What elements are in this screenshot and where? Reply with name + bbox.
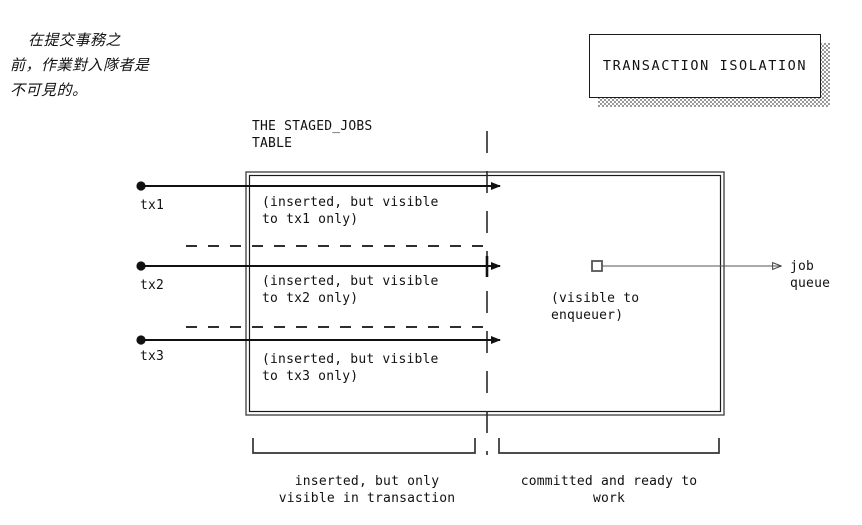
tx3-label: tx3 bbox=[140, 349, 165, 364]
tx1-timeline bbox=[136, 181, 501, 191]
right-measure-bracket bbox=[498, 438, 720, 454]
job-queue-flow bbox=[591, 260, 781, 272]
tx2-label: tx2 bbox=[140, 278, 165, 293]
tx1-note: (inserted, but visible to tx1 only) bbox=[262, 195, 439, 227]
title-card-label: TRANSACTION ISOLATION bbox=[602, 58, 808, 74]
enqueuer-note: (visible to enqueuer) bbox=[551, 291, 640, 323]
tx3-note: (inserted, but visible to tx3 only) bbox=[262, 352, 439, 384]
title-card: TRANSACTION ISOLATION bbox=[589, 34, 830, 107]
tx1-label: tx1 bbox=[140, 198, 165, 213]
job-queue-label: job queue bbox=[790, 259, 831, 291]
chinese-annotation: 在提交事務之前，作業對入隊者是不可見的。 bbox=[10, 31, 150, 99]
left-measure-bracket bbox=[252, 438, 476, 454]
tx3-timeline bbox=[136, 335, 501, 345]
tx2-note: (inserted, but visible to tx2 only) bbox=[262, 274, 439, 306]
right-bracket-caption: committed and ready to work bbox=[520, 474, 698, 506]
staged-jobs-table-box bbox=[245, 171, 725, 416]
enqueue-start-square bbox=[591, 260, 603, 272]
staged-jobs-table-label: THE STAGED_JOBS TABLE bbox=[252, 119, 373, 151]
tx2-timeline bbox=[136, 256, 501, 277]
left-bracket-caption: inserted, but only visible in transactio… bbox=[278, 474, 456, 506]
title-card-box: TRANSACTION ISOLATION bbox=[589, 34, 821, 98]
